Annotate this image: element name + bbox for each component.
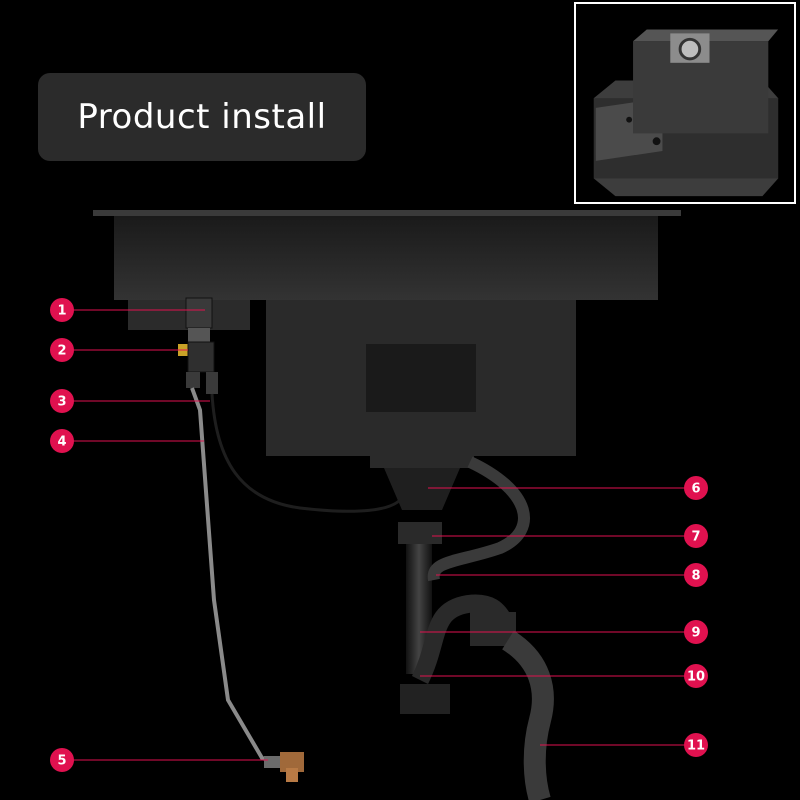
faucet-valve: [178, 297, 218, 394]
callout-badge-7: [684, 524, 708, 548]
callout-badge-8: [684, 563, 708, 587]
callout-badge-3: [50, 389, 74, 413]
overflow-hose: [427, 456, 530, 582]
callout-number-1: 1: [57, 304, 66, 319]
callout-badge-11: [684, 733, 708, 757]
drain-assembly: [370, 456, 554, 800]
sink-basin-panel: [366, 344, 476, 412]
callout-number-9: 9: [691, 626, 700, 641]
callout-number-3: 3: [57, 395, 66, 410]
callout-badge-2: [50, 338, 74, 362]
page-title: Product install: [77, 97, 327, 137]
sink-3d-render: [593, 29, 779, 197]
callout-number-7: 7: [691, 530, 700, 545]
callout-badge-5: [50, 748, 74, 772]
brass-connector: [264, 752, 304, 782]
callout-number-2: 2: [57, 344, 66, 359]
callout-badge-4: [50, 429, 74, 453]
callout-badge-9: [684, 620, 708, 644]
sink: [93, 210, 681, 456]
callout-number-8: 8: [691, 569, 700, 584]
callout-badge-1: [50, 298, 74, 322]
callout-number-4: 4: [57, 435, 66, 450]
callout-badge-10: [684, 664, 708, 688]
callout-number-11: 11: [687, 739, 705, 754]
product-inset-image: [574, 2, 796, 204]
corrugated-drain-hose: [501, 630, 554, 800]
title-box: Product install: [38, 73, 366, 161]
sink-rim: [93, 210, 681, 216]
callout-number-6: 6: [691, 482, 700, 497]
callout-badge-6: [684, 476, 708, 500]
sink-upper-body: [114, 216, 658, 300]
black-cable: [210, 393, 402, 513]
callouts: 1 2 3 4 5 6 7 8 9 10 11: [50, 298, 708, 772]
callout-number-10: 10: [687, 670, 705, 685]
callout-number-5: 5: [57, 754, 66, 769]
